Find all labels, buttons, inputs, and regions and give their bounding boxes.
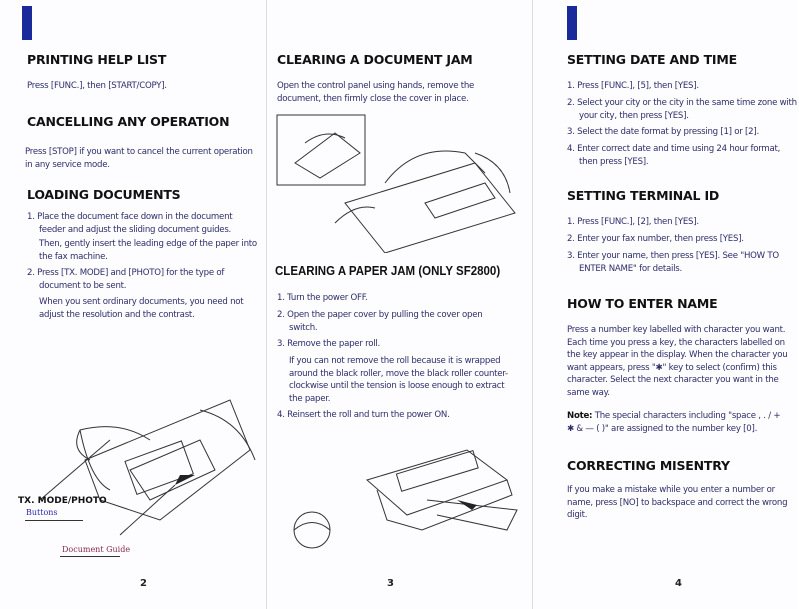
note-text: The special characters including "space …: [567, 411, 781, 434]
loading-step-1b: Then, gently insert the leading edge of …: [39, 239, 257, 262]
paper-jam-illustration: [293, 449, 518, 549]
document-jam-illustration: [276, 114, 516, 253]
page-4: SETTING DATE AND TIME 1. Press [FUNC.], …: [532, 0, 798, 609]
paperjam-step-4: 4. Reinsert the roll and turn the power …: [277, 410, 450, 420]
heading-paper-jam: CLEARING A PAPER JAM (ONLY SF2800): [275, 264, 501, 278]
date-step-3: 3. Select the date format by pressing [1…: [567, 127, 759, 137]
heading-correcting-misentry: CORRECTING MISENTRY: [567, 458, 730, 473]
loading-step-2b: When you sent ordinary documents, you ne…: [39, 297, 244, 320]
page-2: PRINTING HELP LIST Press [FUNC.], then […: [0, 0, 266, 609]
enter-name-note: Note: The special characters including "…: [567, 410, 787, 435]
terminal-step-2: 2. Enter your fax number, then press [YE…: [567, 234, 744, 244]
terminal-step-1: 1. Press [FUNC.], [2], then [YES].: [567, 217, 699, 227]
date-step-1: 1. Press [FUNC.], [5], then [YES].: [567, 81, 699, 91]
caption-line: [25, 520, 83, 521]
date-step-2: 2. Select your city or the city in the s…: [567, 98, 797, 121]
fax-loading-illustration: [39, 399, 256, 536]
loading-step-2: 2. Press [TX. MODE] and [PHOTO] for the …: [27, 268, 225, 291]
caption-buttons: Buttons: [26, 508, 58, 517]
paperjam-step-2: 2. Open the paper cover by pulling the c…: [277, 310, 483, 333]
page-number: 2: [140, 578, 147, 589]
caption-line: [60, 556, 120, 557]
section-marker: [567, 6, 577, 40]
section-marker: [22, 6, 32, 40]
page-3: CLEARING A DOCUMENT JAM Open the control…: [266, 0, 532, 609]
heading-terminal-id: SETTING TERMINAL ID: [567, 188, 720, 203]
heading-document-jam: CLEARING A DOCUMENT JAM: [277, 52, 473, 67]
misentry-text: If you make a mistake while you enter a …: [567, 485, 788, 520]
docjam-text: Open the control panel using hands, remo…: [277, 81, 475, 104]
caption-tx-mode-photo: TX. MODE/PHOTO: [18, 496, 107, 506]
note-label: Note:: [567, 411, 593, 421]
heading-printing-help-list: PRINTING HELP LIST: [27, 52, 167, 67]
heading-loading-documents: LOADING DOCUMENTS: [27, 187, 181, 202]
loading-step-1: 1. Place the document face down in the d…: [27, 212, 233, 235]
heading-enter-name: HOW TO ENTER NAME: [567, 296, 718, 311]
paperjam-step-3b: If you can not remove the roll because i…: [289, 356, 508, 404]
paperjam-step-1: 1. Turn the power OFF.: [277, 293, 368, 303]
heading-cancelling: CANCELLING ANY OPERATION: [27, 114, 230, 129]
heading-date-time: SETTING DATE AND TIME: [567, 52, 737, 67]
page-number: 3: [387, 578, 394, 589]
paperjam-step-3: 3. Remove the paper roll.: [277, 339, 380, 349]
enter-name-text: Press a number key labelled with charact…: [567, 325, 788, 398]
printing-text: Press [FUNC.], then [START/COPY].: [27, 81, 167, 91]
page-number: 4: [675, 578, 682, 589]
cancel-text: Press [STOP] if you want to cancel the c…: [25, 147, 253, 170]
caption-document-guide: Document Guide: [62, 545, 131, 554]
terminal-step-3: 3. Enter your name, then press [YES]. Se…: [567, 251, 779, 274]
date-step-4: 4. Enter correct date and time using 24 …: [567, 144, 781, 167]
